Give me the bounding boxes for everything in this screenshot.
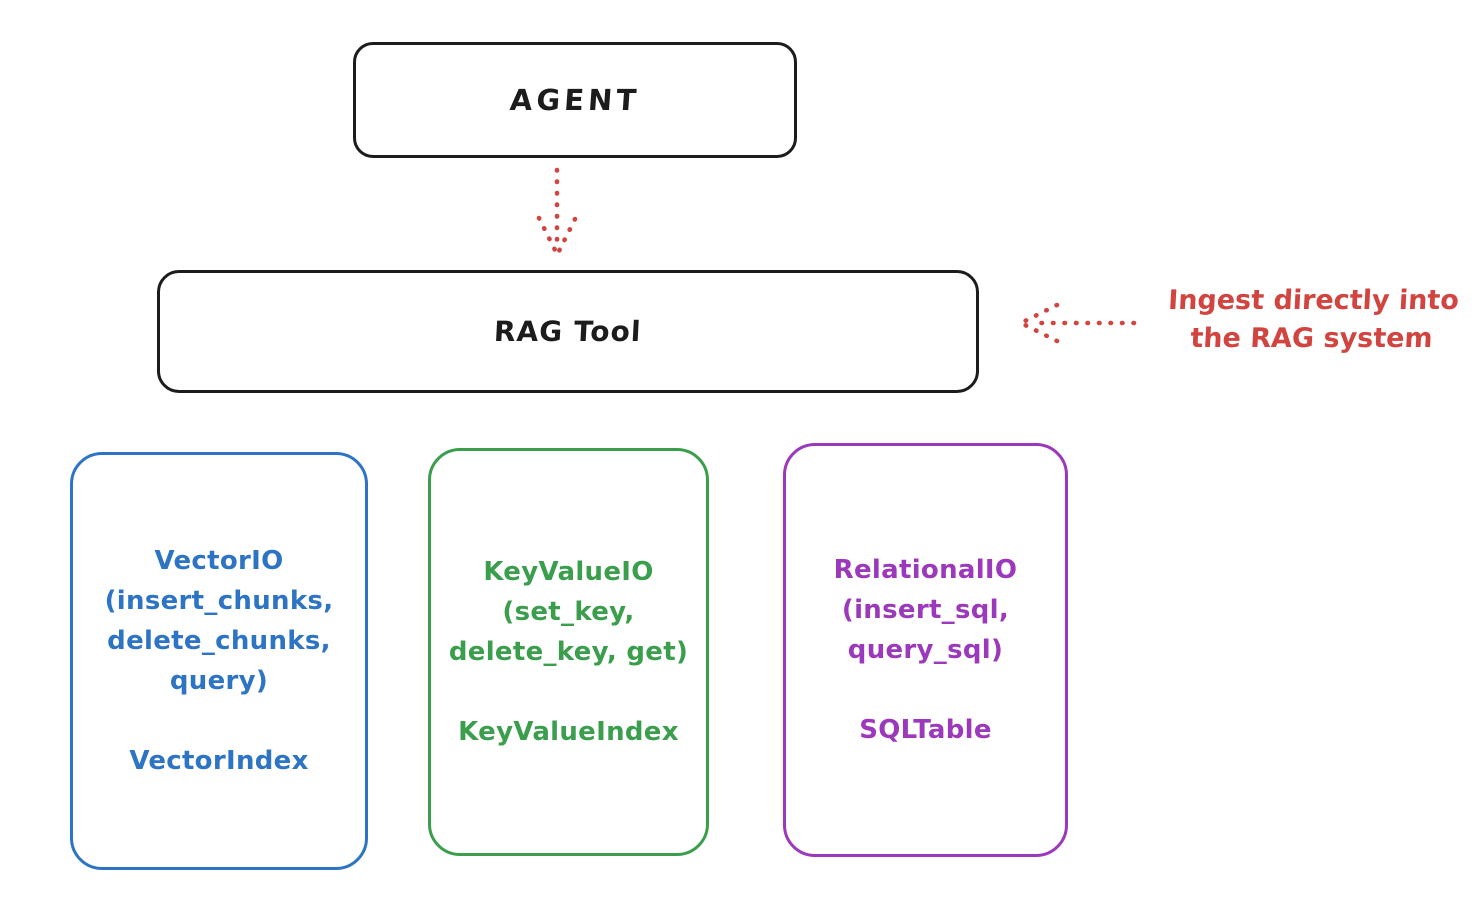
keyvalue-io-node: KeyValueIO (set_key, delete_key, get) Ke… [428, 448, 709, 856]
keyvalue-io-label: KeyValueIO (set_key, delete_key, get) Ke… [448, 557, 689, 747]
rag-tool-label: RAG Tool [493, 315, 643, 348]
annotation-to-ragtool-arrow [1020, 302, 1137, 344]
ingest-annotation: Ingest directly into the RAG system [1167, 285, 1460, 354]
agent-node: AGENT [353, 42, 797, 158]
agent-label: AGENT [508, 83, 642, 117]
relational-io-label: RelationalIO (insert_sql, query_sql) SQL… [833, 555, 1018, 745]
vector-io-label: VectorIO (insert_chunks, delete_chunks, … [104, 546, 334, 776]
vector-io-node: VectorIO (insert_chunks, delete_chunks, … [70, 452, 368, 870]
relational-io-node: RelationalIO (insert_sql, query_sql) SQL… [783, 443, 1068, 857]
agent-to-ragtool-arrow [536, 167, 578, 256]
rag-tool-node: RAG Tool [157, 270, 979, 393]
